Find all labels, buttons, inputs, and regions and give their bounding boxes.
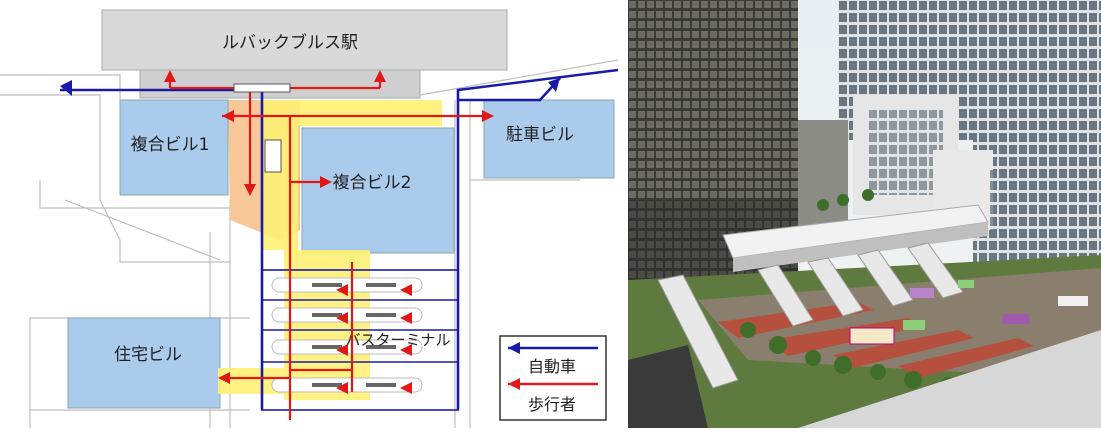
legend-car-label: 自動車 <box>528 357 576 376</box>
station-label: ルバックブルス駅 <box>222 32 358 53</box>
bus-icons <box>312 283 396 387</box>
residential-building-label: 住宅ビル <box>114 345 182 365</box>
parking-building <box>483 99 615 179</box>
escalator-icon <box>233 83 291 93</box>
complex-building-2 <box>301 127 455 254</box>
site-plan-diagram: ルバックブルス駅 複合ビル1 複合ビル2 駐車ビル 住宅ビル バスターミナル <box>0 9 619 428</box>
site-plan-svg: ルバックブルス駅 複合ビル1 複合ビル2 駐車ビル 住宅ビル バスターミナル <box>0 9 619 428</box>
stairs-icon <box>264 139 282 173</box>
complex-building-2-label: 複合ビル2 <box>333 173 412 193</box>
rendering-svg <box>628 0 1101 428</box>
car-route-arrow-west <box>60 80 72 96</box>
station-building <box>101 9 508 71</box>
escalators <box>657 242 964 389</box>
buses <box>849 280 1088 345</box>
bus-terminal-label: バスターミナル <box>345 331 450 349</box>
residential-building <box>67 317 221 409</box>
pedestrian-zones <box>218 100 442 400</box>
pedestrian-routes <box>168 72 490 420</box>
complex-building-1 <box>119 99 229 196</box>
foreground-roof <box>798 330 1101 428</box>
complex-building-1-label: 複合ビル1 <box>131 135 210 155</box>
parking-building-label: 駐車ビル <box>506 125 574 145</box>
bus-terminal-bays <box>261 269 459 411</box>
architectural-rendering <box>628 0 1101 428</box>
car-route-arrow-parking <box>548 78 560 92</box>
legend-pedestrian-label: 歩行者 <box>528 395 576 414</box>
pedestrian-arrows <box>164 70 494 394</box>
legend: 自動車 歩行者 <box>499 335 607 421</box>
